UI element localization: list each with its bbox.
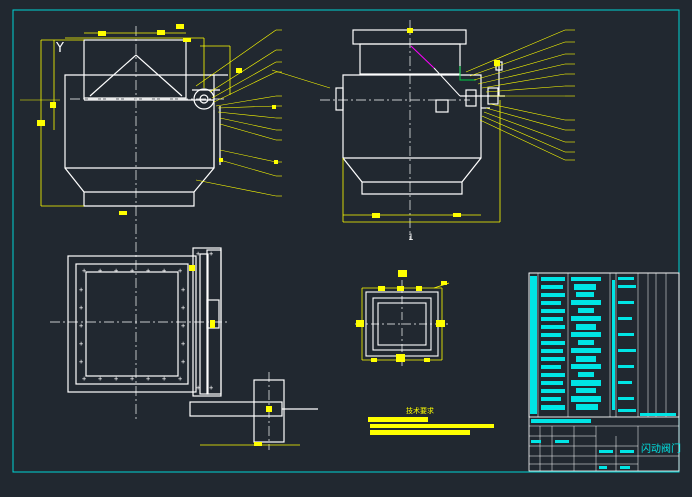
tech-req-line-1: [368, 417, 428, 422]
svg-text:+: +: [209, 384, 213, 392]
svg-text:+: +: [130, 375, 134, 383]
svg-text:+: +: [178, 267, 182, 275]
svg-text:+: +: [146, 267, 150, 275]
tech-requirements: 技术要求: [368, 406, 494, 435]
svg-text:+: +: [79, 304, 83, 312]
front-view[interactable]: [64, 39, 228, 207]
sheet-border: [12, 9, 680, 473]
parts-list[interactable]: 闪动阀门: [528, 272, 681, 472]
svg-text:+: +: [209, 250, 213, 258]
svg-text:+: +: [162, 267, 166, 275]
svg-text:+: +: [79, 340, 83, 348]
svg-text:+: +: [79, 286, 83, 294]
side-dimensions: [342, 100, 501, 223]
top-view[interactable]: [67, 247, 318, 443]
side-leaders: [271, 29, 566, 161]
front-leaders: [20, 29, 277, 197]
svg-text:+: +: [79, 358, 83, 366]
svg-text:+: +: [146, 375, 150, 383]
svg-text:+: +: [162, 375, 166, 383]
side-view-letter: Y: [55, 41, 64, 56]
title-block-name: 闪动阀门: [641, 442, 681, 455]
svg-text:+: +: [114, 267, 118, 275]
svg-text:+: +: [178, 375, 182, 383]
tech-req-line-3: [370, 430, 470, 435]
svg-text:+: +: [114, 375, 118, 383]
svg-text:+: +: [79, 322, 83, 330]
svg-text:+: +: [82, 267, 86, 275]
svg-text:+: +: [98, 375, 102, 383]
tech-requirements-heading: 技术要求: [406, 406, 434, 415]
side-centerlines: [320, 20, 470, 240]
top-view-bolts: + + + + + + + + + + + + + + + + + + + + + + + + + + + +: [79, 250, 213, 392]
detail-centerlines: [355, 280, 450, 366]
front-leader-ticks: [276, 29, 282, 197]
svg-text:+: +: [98, 267, 102, 275]
svg-text:+: +: [196, 250, 200, 258]
svg-text:+: +: [82, 375, 86, 383]
front-dim-markers: [37, 24, 278, 215]
detail-dim-markers: [356, 270, 447, 362]
tech-req-line-2: [370, 424, 494, 428]
svg-text:+: +: [181, 358, 185, 366]
front-centerlines: [70, 26, 225, 420]
side-leader-ticks: [565, 29, 575, 161]
svg-text:+: +: [196, 384, 200, 392]
svg-text:+: +: [181, 322, 185, 330]
svg-text:+: +: [181, 304, 185, 312]
svg-text:+: +: [181, 286, 185, 294]
svg-text:+: +: [130, 267, 134, 275]
side-view-accents: [410, 45, 476, 97]
front-dimensions: [40, 32, 231, 207]
top-dim-markers: [189, 265, 272, 446]
detail-dimensions: [361, 282, 450, 361]
svg-text:+: +: [181, 340, 185, 348]
side-dim-markers: [372, 28, 500, 218]
view-marker: 1: [408, 233, 414, 243]
